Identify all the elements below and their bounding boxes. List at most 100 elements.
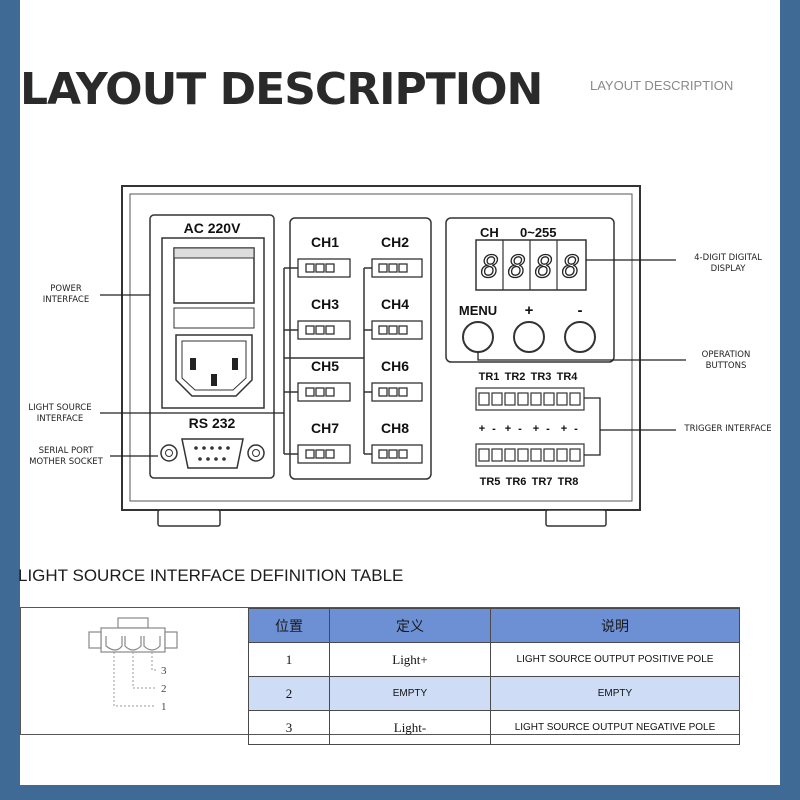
connector-pinout-figure: 3 2 1 bbox=[88, 617, 178, 713]
ac-label: AC 220V bbox=[184, 220, 241, 236]
pin1-leader bbox=[113, 652, 156, 707]
channel-labels: CH1 CH2 CH3 CH4 CH5 CH6 CH7 CH8 bbox=[311, 234, 409, 436]
polarity-marks: +- +- +- +- bbox=[479, 423, 578, 435]
cell-description: LIGHT SOURCE OUTPUT NEGATIVE POLE bbox=[490, 710, 740, 745]
display-dividers bbox=[502, 240, 558, 290]
connector-slot-3 bbox=[143, 636, 161, 651]
connector-tab bbox=[117, 617, 149, 629]
svg-text:+: + bbox=[533, 423, 539, 435]
display-range-label: 0~255 bbox=[520, 225, 557, 240]
db9-screw-right-inner bbox=[252, 449, 260, 457]
connector-ear-right bbox=[164, 631, 178, 649]
trigger-terminal-top bbox=[475, 387, 585, 411]
pin2-number: 2 bbox=[161, 683, 167, 695]
table-row: 2 EMPTY EMPTY bbox=[248, 676, 740, 711]
connector-slot-1 bbox=[105, 636, 123, 651]
definition-table: 位置 定义 说明 1 Light+ LIGHT SOURCE OUTPUT PO… bbox=[248, 608, 740, 745]
iec-pin-right bbox=[232, 358, 238, 370]
ch4-connector bbox=[371, 320, 423, 340]
minus-button bbox=[564, 321, 596, 353]
db9-screw-left-inner bbox=[165, 449, 173, 457]
display-ch-label: CH bbox=[480, 225, 499, 240]
ch1-connector bbox=[297, 258, 351, 278]
db9-connector bbox=[181, 438, 244, 469]
callout-lines bbox=[100, 259, 686, 457]
menu-button-label: MENU bbox=[459, 303, 497, 318]
svg-text:-: - bbox=[518, 423, 522, 435]
trigger-terminal-bottom bbox=[475, 443, 585, 467]
tr8-label: TR8 bbox=[558, 476, 579, 488]
cell-position: 3 bbox=[248, 710, 330, 745]
ch6-connector bbox=[371, 382, 423, 402]
cell-definition: Light+ bbox=[329, 642, 491, 677]
foot-right bbox=[545, 509, 607, 527]
ch3-connector bbox=[297, 320, 351, 340]
svg-text:+: + bbox=[505, 423, 511, 435]
menu-button bbox=[462, 321, 494, 353]
table-row: 1 Light+ LIGHT SOURCE OUTPUT POSITIVE PO… bbox=[248, 642, 740, 677]
ch2-connector bbox=[371, 258, 423, 278]
digital-display bbox=[475, 239, 587, 291]
connector-ear-left bbox=[88, 631, 102, 649]
display-digit-3: 8 bbox=[535, 250, 553, 285]
tr3-label: TR3 bbox=[531, 371, 552, 383]
switch-body bbox=[173, 307, 255, 329]
ch4-label: CH4 bbox=[381, 296, 409, 312]
tr2-label: TR2 bbox=[505, 371, 526, 383]
iec-pin-earth bbox=[211, 374, 217, 386]
power-switch-rocker bbox=[173, 247, 255, 259]
header-description: 说明 bbox=[490, 608, 740, 643]
svg-text:-: - bbox=[574, 423, 578, 435]
svg-text:+: + bbox=[479, 423, 485, 435]
ch5-label: CH5 bbox=[311, 358, 339, 374]
cell-definition: Light- bbox=[329, 710, 491, 745]
controller-diagram: AC 220V RS 232 CH1 CH2 CH3 CH4 CH5 CH6 C bbox=[100, 185, 686, 527]
cell-position: 2 bbox=[248, 676, 330, 711]
trigger-top-labels: TR1 TR2 TR3 TR4 bbox=[479, 371, 579, 383]
pin3-leader bbox=[151, 652, 156, 671]
cell-description: LIGHT SOURCE OUTPUT POSITIVE POLE bbox=[490, 642, 740, 677]
page-subtitle: LAYOUT DESCRIPTION bbox=[590, 78, 734, 93]
iec-socket-inner bbox=[181, 340, 247, 391]
tr1-label: TR1 bbox=[479, 371, 500, 383]
channel-connectors bbox=[297, 258, 423, 464]
cell-position: 1 bbox=[248, 642, 330, 677]
ch8-connector bbox=[371, 444, 423, 464]
header-definition: 定义 bbox=[329, 608, 491, 643]
ch1-label: CH1 bbox=[311, 234, 339, 250]
ch3-label: CH3 bbox=[311, 296, 339, 312]
ch8-label: CH8 bbox=[381, 420, 409, 436]
svg-text:-: - bbox=[546, 423, 550, 435]
pin2-leader bbox=[132, 652, 156, 689]
tr4-label: TR4 bbox=[557, 371, 579, 383]
ch6-label: CH6 bbox=[381, 358, 409, 374]
ch7-connector bbox=[297, 444, 351, 464]
svg-text:+: + bbox=[561, 423, 567, 435]
page-title: LAYOUT DESCRIPTION bbox=[20, 64, 543, 115]
display-digit-4: 8 bbox=[562, 250, 580, 285]
tr7-label: TR7 bbox=[532, 476, 553, 488]
tr5-label: TR5 bbox=[480, 476, 501, 488]
tr6-label: TR6 bbox=[506, 476, 527, 488]
callout-trigger: TRIGGER INTERFACE bbox=[684, 424, 772, 434]
header-position: 位置 bbox=[248, 608, 330, 643]
minus-button-label: - bbox=[578, 302, 583, 319]
pin1-number: 1 bbox=[161, 701, 167, 713]
db9-pins bbox=[194, 446, 230, 461]
ch7-label: CH7 bbox=[311, 420, 339, 436]
buttons-leader bbox=[477, 352, 686, 361]
svg-text:-: - bbox=[492, 423, 496, 435]
cell-description: EMPTY bbox=[490, 676, 740, 711]
trigger-leader bbox=[584, 397, 601, 456]
ch2-label: CH2 bbox=[381, 234, 409, 250]
table-title: LIGHT SOURCE INTERFACE DEFINITION TABLE bbox=[18, 566, 404, 585]
display-digit-1: 8 bbox=[481, 250, 499, 285]
plus-button bbox=[513, 321, 545, 353]
table-header-row: 位置 定义 说明 bbox=[248, 608, 740, 643]
foot-left bbox=[157, 509, 221, 527]
